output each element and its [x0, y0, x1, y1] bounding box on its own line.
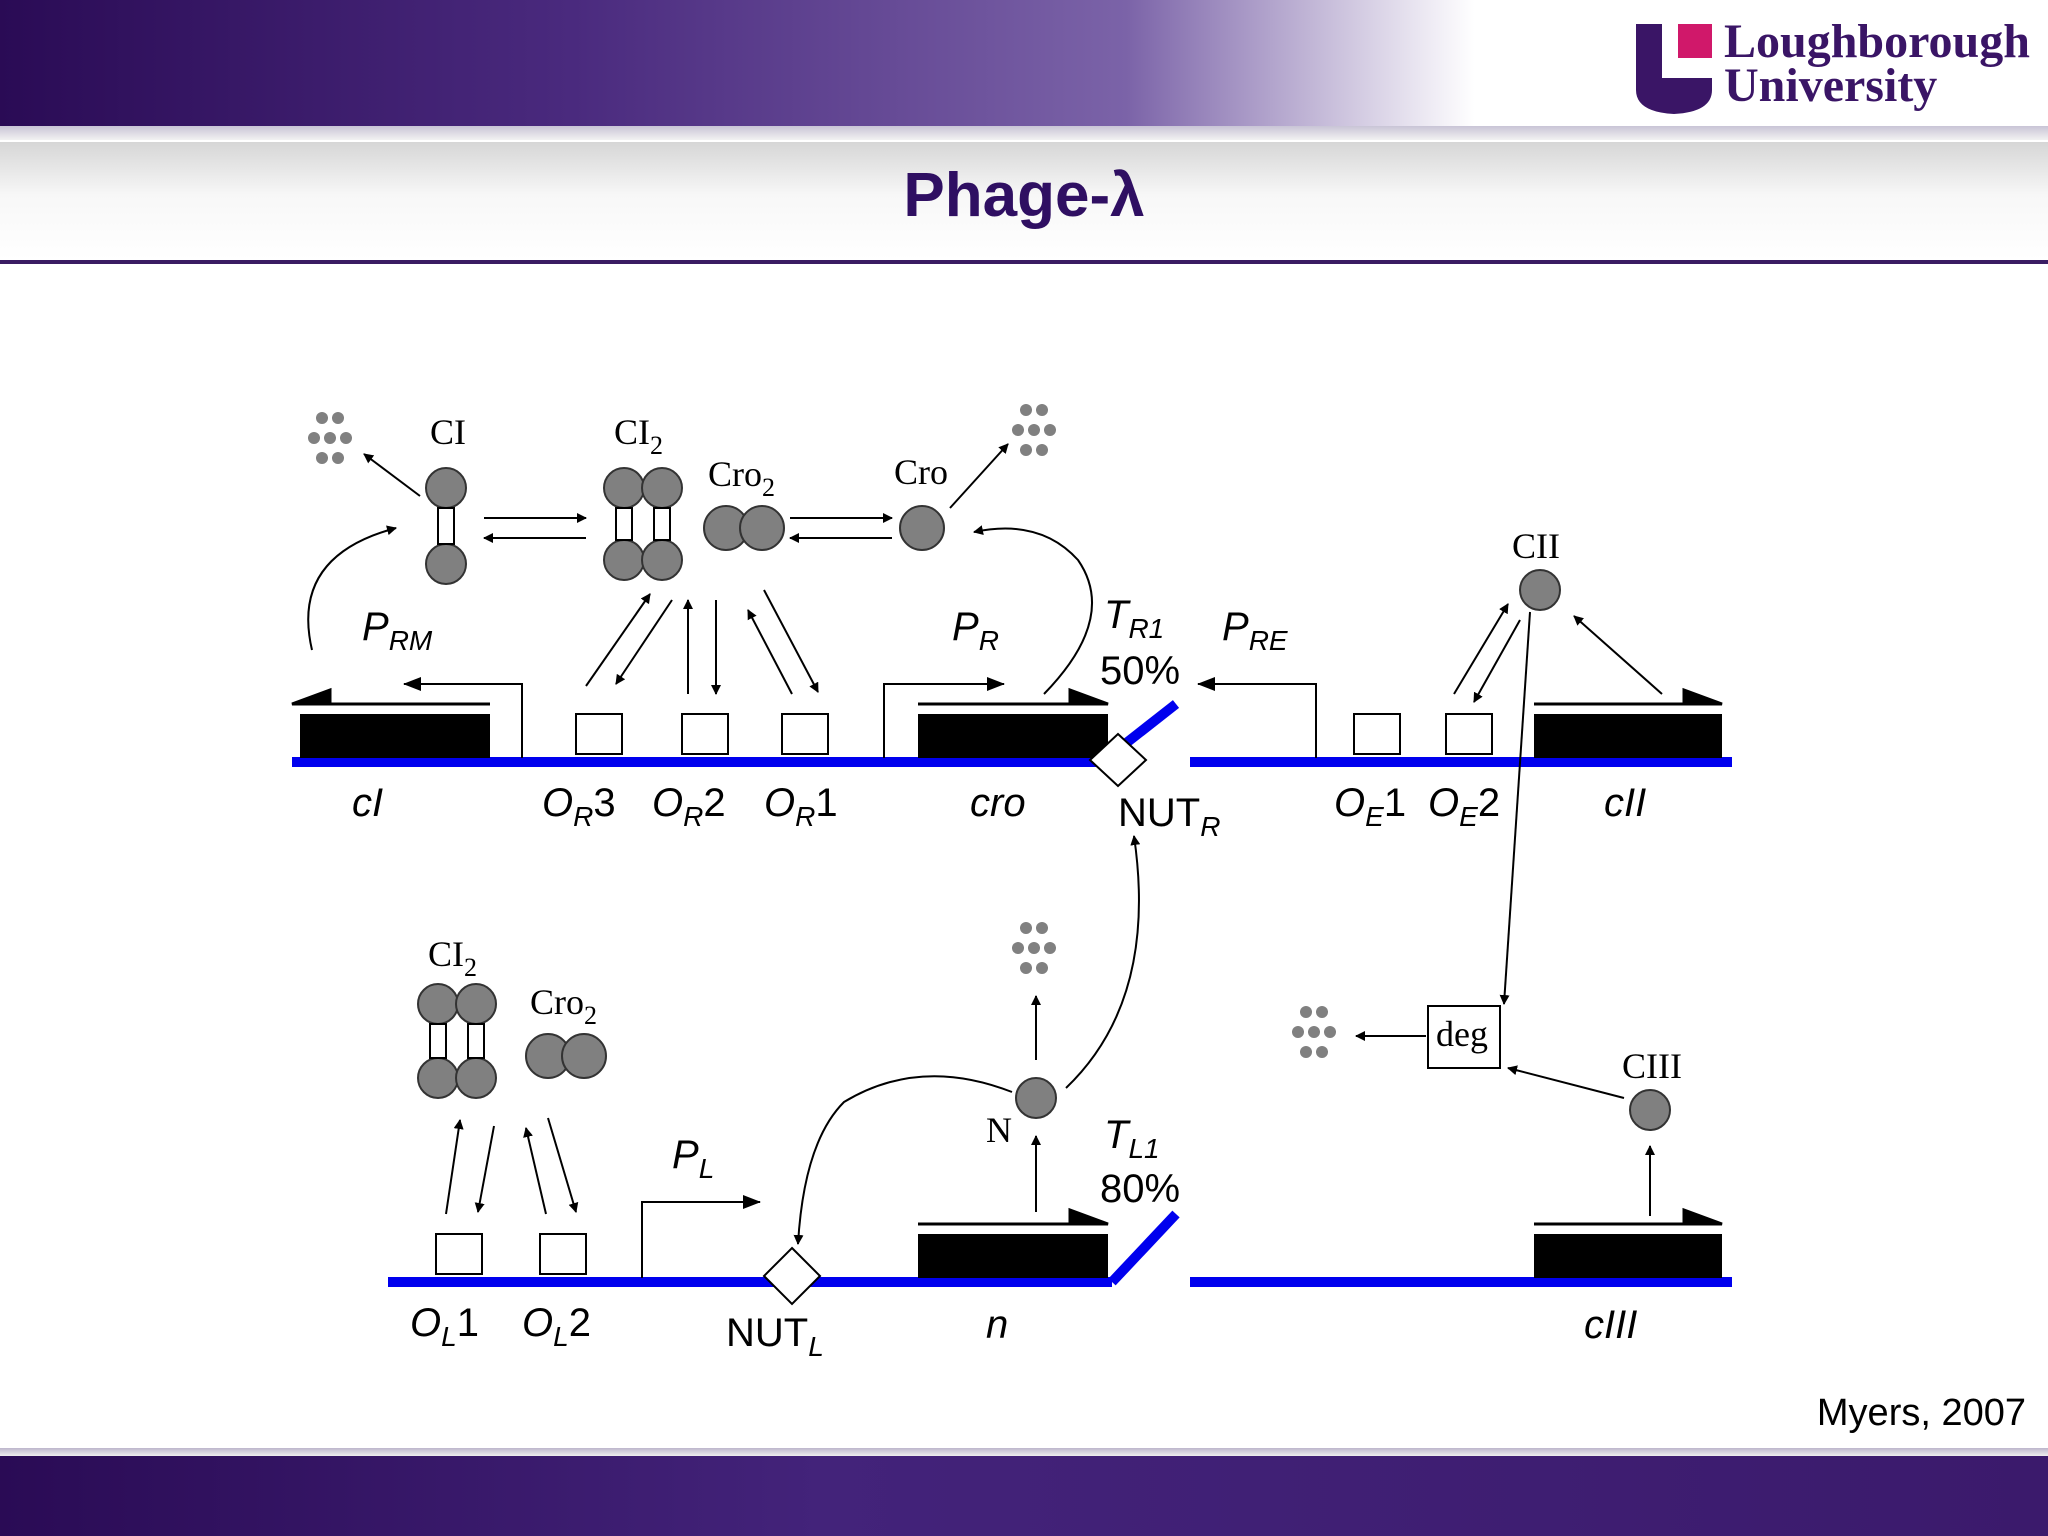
ciii-protein [1629, 1089, 1671, 1131]
label-nutr: NUTR [1118, 791, 1220, 842]
label-or2: OR2 [652, 781, 726, 832]
gene-ciii-box [1534, 1234, 1722, 1278]
label-cro2-bottom: Cro2 [530, 982, 597, 1030]
gene-ci-box [300, 714, 490, 758]
label-oe1: OE1 [1334, 781, 1406, 832]
operator-or1-box [781, 713, 829, 755]
dna-strand-bottom-bend [1108, 1210, 1180, 1286]
pre-arrow [1197, 677, 1317, 758]
operator-or2-box [681, 713, 729, 755]
operator-or3-box [575, 713, 623, 755]
label-or3: OR3 [542, 781, 616, 832]
header-band [0, 0, 2048, 140]
operator-oe2-box [1445, 713, 1493, 755]
shield-logo-icon [1636, 24, 1712, 114]
label-nutl: NUTL [726, 1311, 824, 1362]
page-title: Phage-λ [903, 161, 1145, 230]
label-cii: CII [1512, 526, 1560, 566]
nut-sites [762, 732, 1148, 1306]
dna-strands [292, 700, 1732, 1287]
pl-arrow [641, 1195, 761, 1278]
proteins [417, 467, 1671, 1131]
label-gene-ciii: cIII [1584, 1303, 1637, 1347]
label-ol2: OL2 [522, 1301, 591, 1352]
label-n: N [986, 1110, 1012, 1150]
label-tl1-percent: 80% [1100, 1167, 1180, 1211]
label-or1: OR1 [764, 781, 838, 832]
genes [300, 714, 1722, 1278]
deg-box [1427, 1005, 1501, 1069]
label-prm: PRM [362, 605, 433, 656]
interaction-arrows [307, 443, 1663, 1245]
gene-direction-arrows [291, 687, 1723, 1226]
label-gene-cro: cro [970, 781, 1026, 825]
gene-cii-box [1534, 714, 1722, 758]
promoter-arrows [403, 677, 1317, 1278]
n-protein [1015, 1077, 1057, 1119]
logo-text-line-2: University [1724, 59, 1938, 112]
label-cro: Cro [894, 452, 948, 492]
operator-ol2-box [539, 1233, 587, 1275]
label-cro2-top: Cro2 [708, 454, 775, 502]
operators [435, 713, 1493, 1275]
label-ci2-bottom: CI2 [428, 934, 477, 982]
label-ci: CI [430, 412, 466, 452]
label-ciii: CIII [1622, 1046, 1682, 1086]
degradation-dots [308, 404, 1336, 1058]
label-gene-ci: cI [352, 781, 383, 825]
prm-arrow [403, 677, 523, 758]
label-gene-cii: cII [1604, 781, 1646, 825]
gene-cro-box [918, 714, 1108, 758]
nutl-diamond [762, 1246, 822, 1306]
cii-protein [1519, 569, 1561, 611]
label-deg: deg [1436, 1014, 1488, 1054]
label-tr1: TR1 [1104, 593, 1164, 644]
footer-divider [0, 1448, 2048, 1456]
label-ol1: OL1 [410, 1301, 479, 1352]
gene-n-box [918, 1234, 1108, 1278]
label-pr: PR [952, 605, 999, 656]
citation: Myers, 2007 [1816, 1392, 2026, 1434]
label-ci2-top: CI2 [614, 412, 663, 460]
label-gene-n: n [986, 1303, 1008, 1347]
label-tr1-percent: 50% [1100, 649, 1180, 693]
operator-ol1-box [435, 1233, 483, 1275]
cro-monomer [899, 505, 945, 551]
nutr-diamond [1088, 732, 1148, 788]
dimer-linkers [429, 507, 671, 1059]
label-pl: PL [672, 1133, 714, 1184]
footer-band [0, 1456, 2048, 1536]
operator-oe1-box [1353, 713, 1401, 755]
label-pre: PRE [1222, 605, 1288, 656]
ci-bottom [425, 543, 467, 585]
logo-text-line-1: Loughborough [1724, 15, 2030, 68]
label-tl1: TL1 [1104, 1113, 1160, 1164]
ci-top [425, 467, 467, 509]
title-band [0, 142, 2048, 264]
label-oe2: OE2 [1428, 781, 1500, 832]
pr-arrow [883, 677, 1005, 758]
